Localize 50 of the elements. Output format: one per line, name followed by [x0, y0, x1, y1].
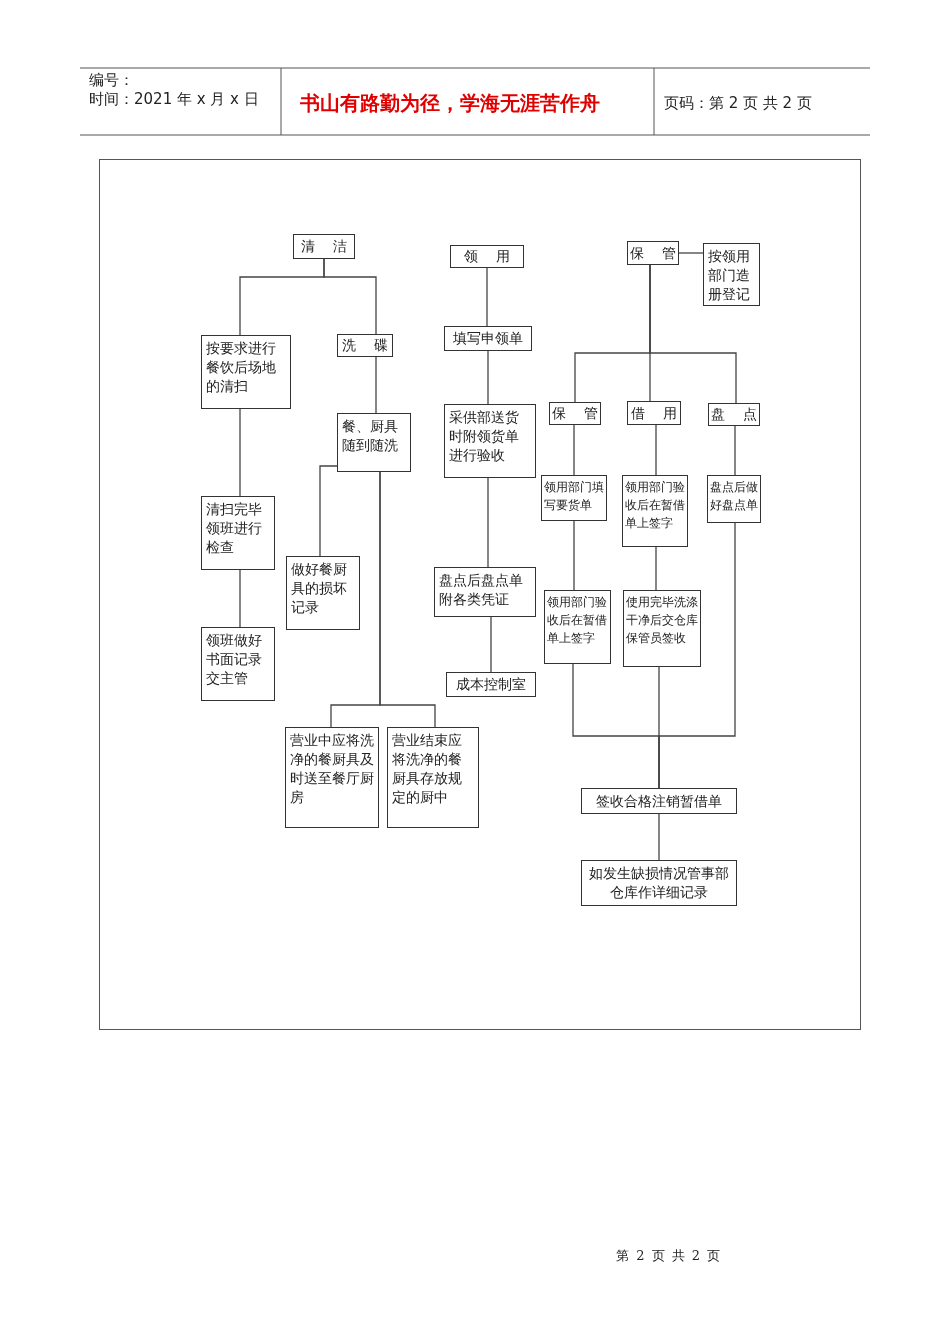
page-number-label: 页码：第 2 页 共 2 页 — [664, 94, 812, 113]
connector-line — [239, 408, 241, 497]
header-motto: 书山有路勤为径，学海无涯苦作舟 — [300, 90, 600, 117]
process-box: 领班做好书面记录交主管 — [201, 627, 275, 701]
process-box: 保 管 — [549, 402, 601, 425]
process-box: 借 用 — [627, 401, 681, 425]
page-footer: 第 2 页 共 2 页 — [616, 1247, 721, 1265]
process-box: 清 洁 — [293, 234, 355, 259]
process-box: 成本控制室 — [446, 672, 536, 697]
connector-line — [573, 520, 575, 591]
process-box: 领用部门验收后在暂借单上签字 — [622, 475, 688, 547]
connector-line — [375, 356, 377, 414]
connector-line — [655, 546, 657, 591]
process-box: 洗 碟 — [337, 334, 393, 357]
connector-line — [573, 424, 575, 476]
connector-line — [319, 465, 338, 557]
connector-line — [487, 350, 489, 405]
connector-line — [678, 252, 704, 254]
process-box: 盘点后做好盘点单 — [707, 475, 761, 523]
connector-line — [658, 522, 736, 789]
process-box: 营业中应将洗净的餐厨具及时送至餐厅厨房 — [285, 727, 379, 828]
process-box: 领 用 — [450, 245, 524, 268]
process-box: 领用部门填写要货单 — [541, 475, 607, 521]
process-box: 按领用部门造册登记 — [703, 243, 760, 306]
connector-line — [323, 258, 377, 335]
process-box: 盘 点 — [708, 403, 760, 426]
process-box: 采供部送货时附领货单进行验收 — [444, 404, 536, 478]
connector-line — [655, 424, 657, 476]
date-label: 时间：2021 年 x 月 x 日 — [89, 90, 259, 109]
document-number-label: 编号： — [89, 71, 134, 90]
connector-line — [486, 267, 488, 327]
process-box: 保 管 — [627, 241, 679, 265]
process-box: 做好餐厨具的损坏记录 — [286, 556, 360, 630]
process-box: 领用部门验收后在暂借单上签字 — [544, 590, 611, 664]
process-box: 使用完毕洗涤干净后交仓库保管员签收 — [623, 590, 701, 667]
connector-line — [490, 616, 492, 673]
process-box: 餐、厨具随到随洗 — [337, 413, 411, 472]
connector-line — [649, 264, 737, 404]
process-box: 营业结束应将洗净的餐厨具存放规定的厨中 — [387, 727, 479, 828]
process-box: 填写申领单 — [444, 326, 532, 351]
connector-line — [734, 425, 736, 476]
process-box: 盘点后盘点单附各类凭证 — [434, 567, 536, 617]
process-box: 按要求进行餐饮后场地的清扫 — [201, 335, 291, 409]
process-box: 如发生缺损情况管事部仓库作详细记录 — [581, 860, 737, 906]
process-box: 清扫完毕领班进行检查 — [201, 496, 275, 570]
process-box: 签收合格注销暂借单 — [581, 788, 737, 814]
connector-line — [239, 569, 241, 628]
connector-line — [487, 477, 489, 568]
connector-line — [658, 813, 660, 861]
connector-line — [379, 471, 436, 728]
